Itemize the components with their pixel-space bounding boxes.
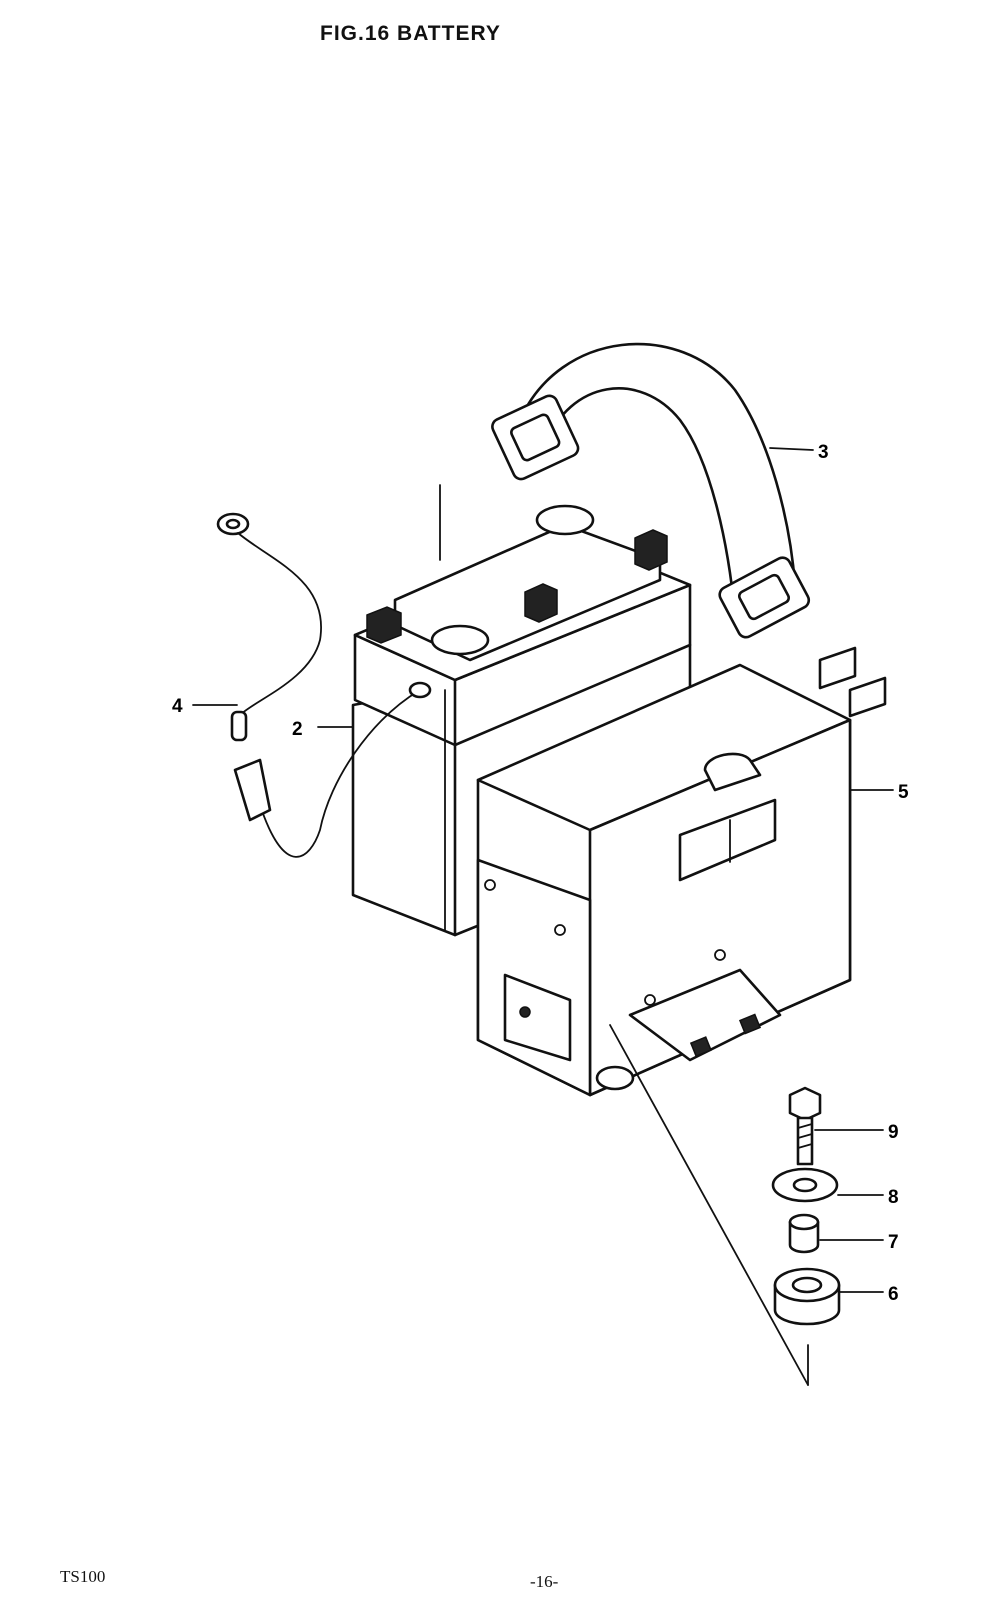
callout-7: 7	[819, 1232, 899, 1253]
collar	[788, 1213, 820, 1254]
callout-4: 4	[172, 696, 238, 717]
figure-title: FIG.16 BATTERY	[320, 22, 501, 45]
callout-3: 3	[769, 442, 829, 463]
bolt	[788, 1086, 822, 1166]
callout-8: 8	[837, 1187, 899, 1208]
svg-text:6: 6	[888, 1284, 899, 1305]
page-number: -16-	[530, 1572, 559, 1591]
svg-text:4: 4	[172, 696, 183, 717]
callout-2: 2	[292, 719, 353, 740]
svg-text:3: 3	[818, 442, 829, 463]
leader-line	[609, 1024, 809, 1386]
battery-case	[476, 646, 887, 1097]
callout-6: 6	[839, 1284, 899, 1305]
lead-wire	[216, 512, 323, 742]
svg-text:7: 7	[888, 1232, 899, 1253]
cushion-grommet	[773, 1267, 841, 1326]
callout-9: 9	[814, 1122, 899, 1143]
battery-strap	[491, 342, 811, 639]
model-code: TS100	[60, 1567, 106, 1586]
svg-text:9: 9	[888, 1122, 899, 1143]
svg-text:2: 2	[292, 719, 303, 740]
callout-5: 5	[849, 782, 909, 803]
washer	[771, 1167, 839, 1203]
svg-text:8: 8	[888, 1187, 899, 1208]
svg-text:5: 5	[898, 782, 909, 803]
vent-tube	[233, 681, 432, 858]
